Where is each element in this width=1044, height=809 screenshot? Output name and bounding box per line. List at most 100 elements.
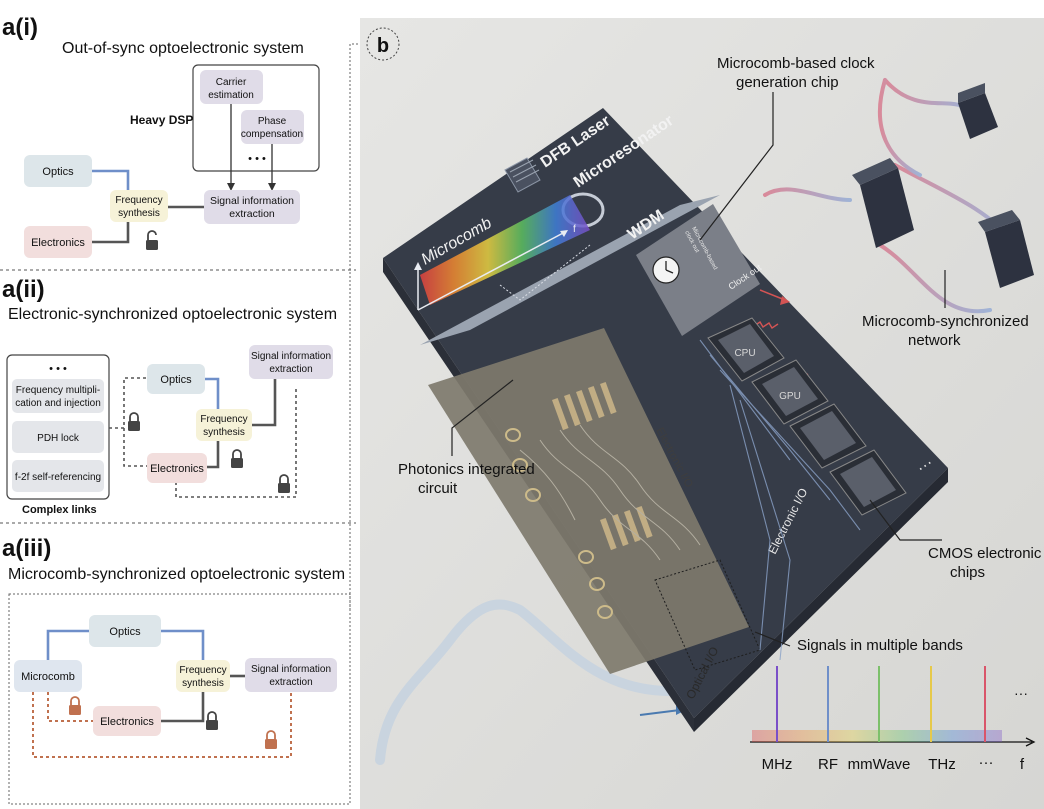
electronics-box-a-i [24,226,92,258]
lock-icon-signal-orange [265,730,277,749]
panel-a-i: a(i) Out-of-sync optoelectronic system H… [2,14,320,258]
server-icon-2 [852,158,914,248]
pic-label-2: circuit [418,480,458,497]
signal-extraction-box-a-iii [245,658,337,692]
server-icon-1 [958,83,998,139]
cpu-chip: CPU [707,317,785,382]
electronics-text-a-i: Electronics [31,237,85,249]
band-label-ellipsis: ··· [979,754,994,771]
electronics-text-a-iii: Electronics [100,716,154,728]
pdh-lock-box [12,421,104,453]
unlock-icon [146,230,158,250]
dash-to-optics-a-ii [109,377,147,429]
signal-extraction-text-2-a-ii: extraction [269,364,312,375]
cpu-label: CPU [734,348,755,359]
server-icon-3 [978,210,1034,288]
optics-text-a-iii: Optics [109,626,141,638]
panel-a-ii-label: a(ii) [2,276,45,303]
f2f-text: f-2f self-referencing [15,472,101,483]
panel-b: b DFB Laser Microresonator WDM [360,18,1044,809]
band-label-thz: THz [928,756,956,773]
signals-leader [754,631,791,647]
dash-to-electronics-a-ii [123,428,147,467]
clock-hand-hour [665,269,674,274]
panel-a-ii: a(ii) Electronic-synchronized optoelectr… [2,276,337,516]
lock-icon-complex-1 [128,412,140,431]
microcomb-f-axis: f [573,224,576,235]
microcomb-box-a-iii [14,660,82,692]
freq-synth-text-1-a-ii: Frequency [200,414,247,425]
arrowhead-phase [268,183,276,191]
panel-a-iii-frame [8,593,351,805]
freq-synth-box-a-ii [196,409,252,441]
clock-chip [636,204,760,336]
dsp-ellipsis: • • • [248,153,266,165]
signal-region-dashed [654,559,761,671]
f2f-box [12,460,104,492]
signal-traces [699,339,861,661]
a-iii-to-b-connector [349,43,370,610]
panel-a-i-title: Out-of-sync optoelectronic system [62,40,304,57]
electronics-text-a-ii: Electronics [150,463,204,475]
carrier-estimation-box [200,70,263,104]
electronics-link-a-ii [207,441,220,469]
clock-chip-leader [699,92,774,241]
freq-mult-box [12,379,104,413]
microcomb-text-a-iii: Microcomb [21,671,75,683]
network-label-1: Microcomb-synchronized [862,313,1029,330]
optics-link-a-i [92,169,130,190]
dsp-chip [829,449,907,516]
freq-to-signal-link-a-ii [252,379,277,427]
microcomb-spectrum [414,195,590,311]
microcomb-to-signal-dash [32,692,292,758]
gpu-chip: GPU [751,359,829,425]
signal-extraction-text-1-a-i: Signal information [210,195,294,207]
freq-synth-text-1-a-i: Frequency [115,195,162,206]
panel-a-iii-title: Microcomb-synchronized optoelectronic sy… [8,566,345,583]
dfb-laser [504,157,541,193]
phase-compensation-box [241,110,304,144]
signal-extraction-text-1-a-ii: Signal information [251,351,331,362]
pic-modulators [552,381,653,551]
electronics-link-a-i [92,222,130,244]
panel-a-ii-title: Electronic-synchronized optoelectronic s… [8,306,337,323]
freq-mult-text-1: Frequency multipli- [16,385,100,396]
pic-label-1: Photonics integrated [398,461,535,478]
freq-synth-text-2-a-iii: synthesis [182,678,224,689]
optics-box-a-ii [147,364,205,394]
microcomb-zoom-guide [499,244,591,301]
spectrum-axis-arrow [1025,737,1036,747]
board-ellipsis: ··· [914,454,937,477]
spectrum-ellipsis: ··· [1014,685,1028,701]
electronics-box-a-iii [93,706,161,736]
band-label-rf: RF [818,756,838,773]
electronics-to-freq-link [161,692,205,723]
pic-ring-resonators [505,428,613,619]
panel-b-label: b [377,35,389,57]
freq-synth-box-a-i [110,190,168,222]
input-fiber [375,599,695,765]
panel-a-i-label: a(i) [2,14,38,41]
freq-synth-text-1-a-iii: Frequency [179,665,226,676]
panel-a-iii-label: a(iii) [2,535,51,562]
phase-compensation-text-2: compensation [241,129,303,140]
optics-box-a-i [24,155,92,187]
signal-extraction-box-a-i [204,190,300,224]
pic-leader [451,379,514,456]
lock-icon-electronics [231,449,243,468]
optics-box-a-iii [89,615,161,647]
clock-chip-label-1: Microcomb-based clock [717,55,875,72]
freq-synth-text-2-a-i: synthesis [118,208,160,219]
band-label-mmwave: mmWave [848,756,911,773]
heavy-dsp-label: Heavy DSP [130,113,193,127]
pdh-lock-text: PDH lock [37,433,80,444]
complex-links-ellipsis: • • • [49,363,67,375]
wireless-chip [789,403,867,469]
photonic-circuit [428,328,749,674]
freq-synth-text-2-a-ii: synthesis [203,427,245,438]
signal-extraction-text-2-a-i: extraction [229,208,275,220]
optics-link-a-ii [205,377,220,409]
lock-icon-signal [278,474,290,493]
